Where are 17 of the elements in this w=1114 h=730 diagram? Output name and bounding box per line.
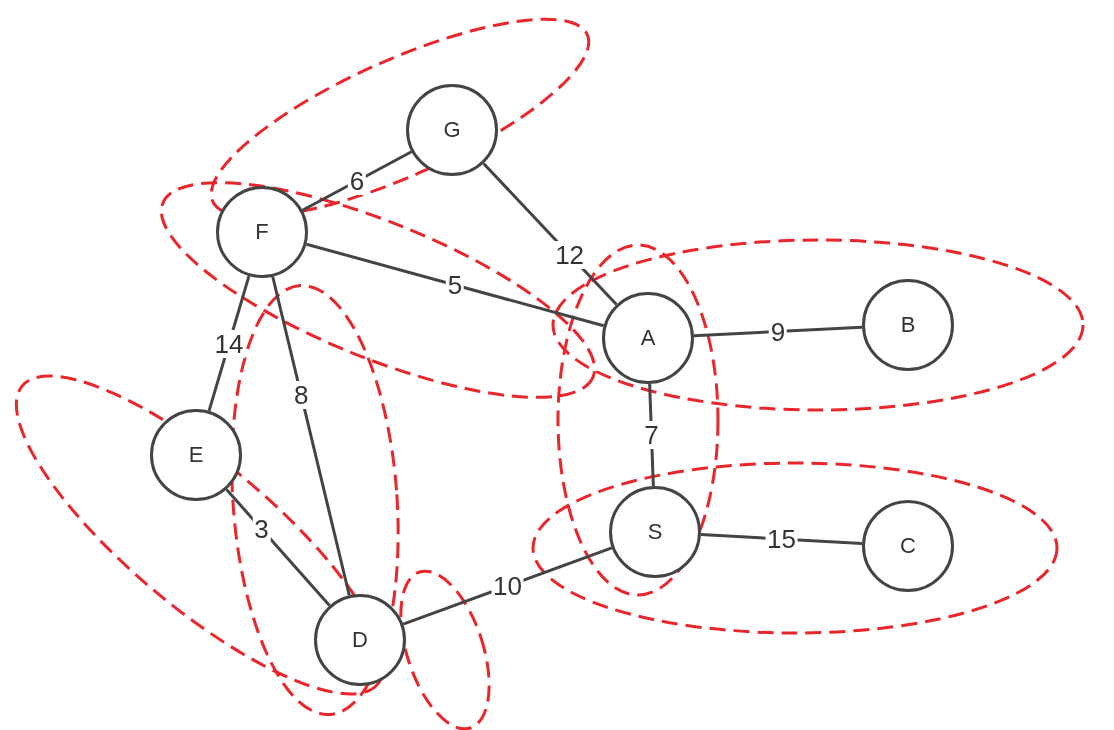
node-label: D bbox=[352, 627, 368, 653]
graph-edge bbox=[693, 325, 863, 338]
edge-weight-label: 3 bbox=[252, 515, 271, 543]
graph-node bbox=[216, 186, 308, 278]
graph-edge bbox=[271, 276, 351, 596]
node-label: G bbox=[443, 117, 461, 143]
graph-node bbox=[602, 292, 694, 384]
edge-weight-label: 12 bbox=[553, 240, 587, 269]
node-label: S bbox=[647, 519, 663, 545]
node-label: F bbox=[255, 219, 269, 245]
graph-node bbox=[314, 594, 406, 686]
graph-edge bbox=[305, 242, 605, 328]
node-label: E bbox=[188, 442, 204, 468]
node-label: A bbox=[640, 325, 656, 351]
node-label: B bbox=[900, 312, 916, 338]
node-label: C bbox=[900, 533, 916, 559]
edge-weight-label: 7 bbox=[642, 421, 661, 449]
